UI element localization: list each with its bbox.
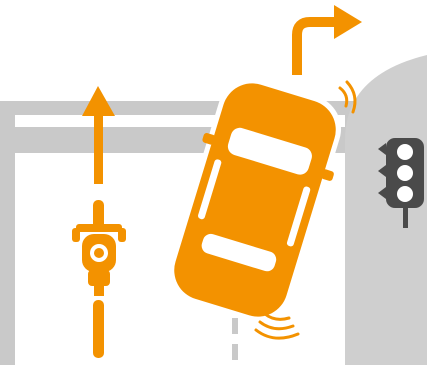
building-corner <box>345 55 427 365</box>
